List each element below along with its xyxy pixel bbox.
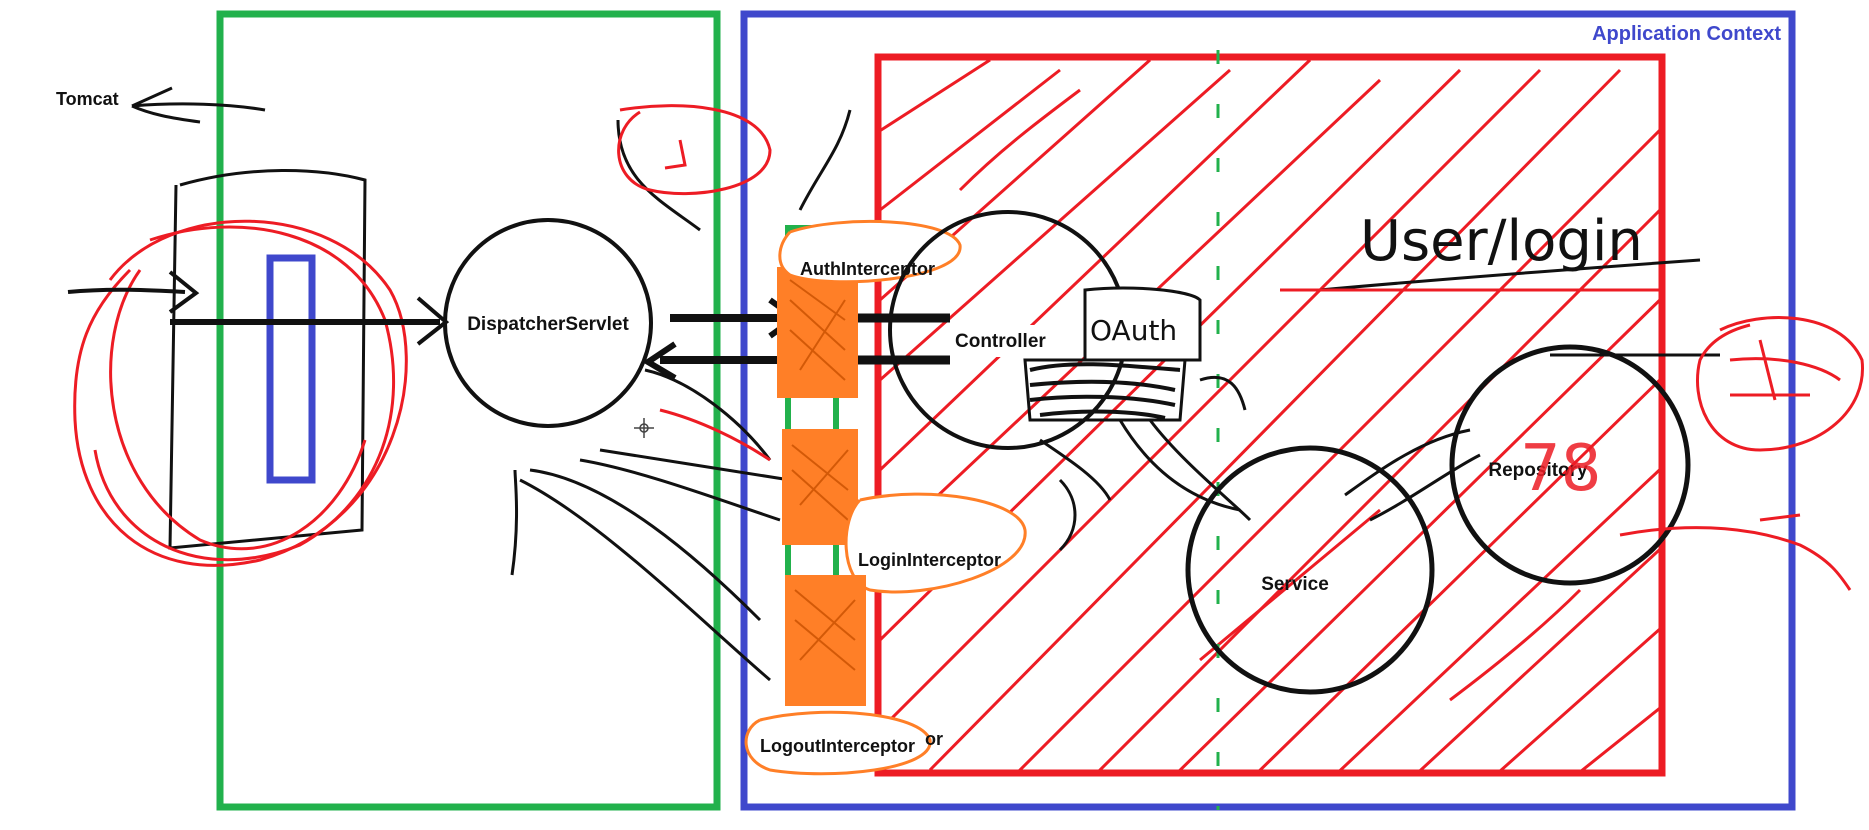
service-node: [1185, 445, 1435, 695]
bean-hatch-region: [878, 58, 1662, 773]
arrow-left-icon: [131, 86, 266, 124]
login-interceptor-label: LoginInterceptor: [858, 550, 1001, 570]
header-scribble-label: User/login: [1360, 209, 1643, 274]
truncated-fragment: or: [925, 729, 943, 749]
logout-interceptor: LogoutInterceptor or: [744, 575, 943, 776]
repository-label: Repository: [1488, 460, 1588, 481]
tomcat-red-scribble: [73, 219, 408, 567]
bean-region-frame: [874, 53, 1666, 777]
application-context-frame: [740, 10, 1796, 811]
header-scribble: User/login: [1280, 209, 1701, 292]
controller-scribble-label: OAuth: [1090, 314, 1177, 347]
logout-interceptor-label: LogoutInterceptor: [760, 736, 915, 756]
bean-flow-lines: [1039, 353, 1720, 552]
auth-interceptor-label: AuthInterceptor: [800, 259, 935, 279]
servlet-container-frame: [216, 10, 721, 811]
repository-scribble: 78: [1520, 432, 1601, 506]
controller-label: Controller: [955, 331, 1046, 352]
dispatcher-servlet-label: DispatcherServlet: [467, 314, 629, 335]
logout-interceptor-box: [785, 575, 866, 706]
controller-label-bg: [950, 325, 1080, 357]
dispatcher-servlet-node: [443, 218, 653, 428]
auth-interceptor: AuthInterceptor: [777, 219, 962, 398]
servlet-slot: [266, 254, 316, 484]
dispatcher-red-scribble: [617, 104, 772, 462]
service-label: Service: [1261, 574, 1329, 595]
repository-node: [1449, 344, 1691, 586]
login-interceptor-highlight: [844, 492, 1027, 594]
crosshair-icon: [634, 418, 654, 438]
tomcat-container-box: [168, 169, 367, 550]
repository-red-scribble: [1619, 316, 1864, 591]
tomcat-label: Tomcat: [56, 89, 119, 109]
auth-interceptor-highlight: [778, 219, 962, 284]
dispatcher-flow-lines: [510, 109, 852, 682]
login-interceptor: LoginInterceptor: [782, 429, 1027, 594]
logout-interceptor-highlight: [744, 710, 932, 776]
controller-scribble-box: OAuth: [1023, 286, 1202, 422]
auth-interceptor-box: [777, 267, 858, 398]
application-context-label: Application Context: [1592, 23, 1781, 45]
